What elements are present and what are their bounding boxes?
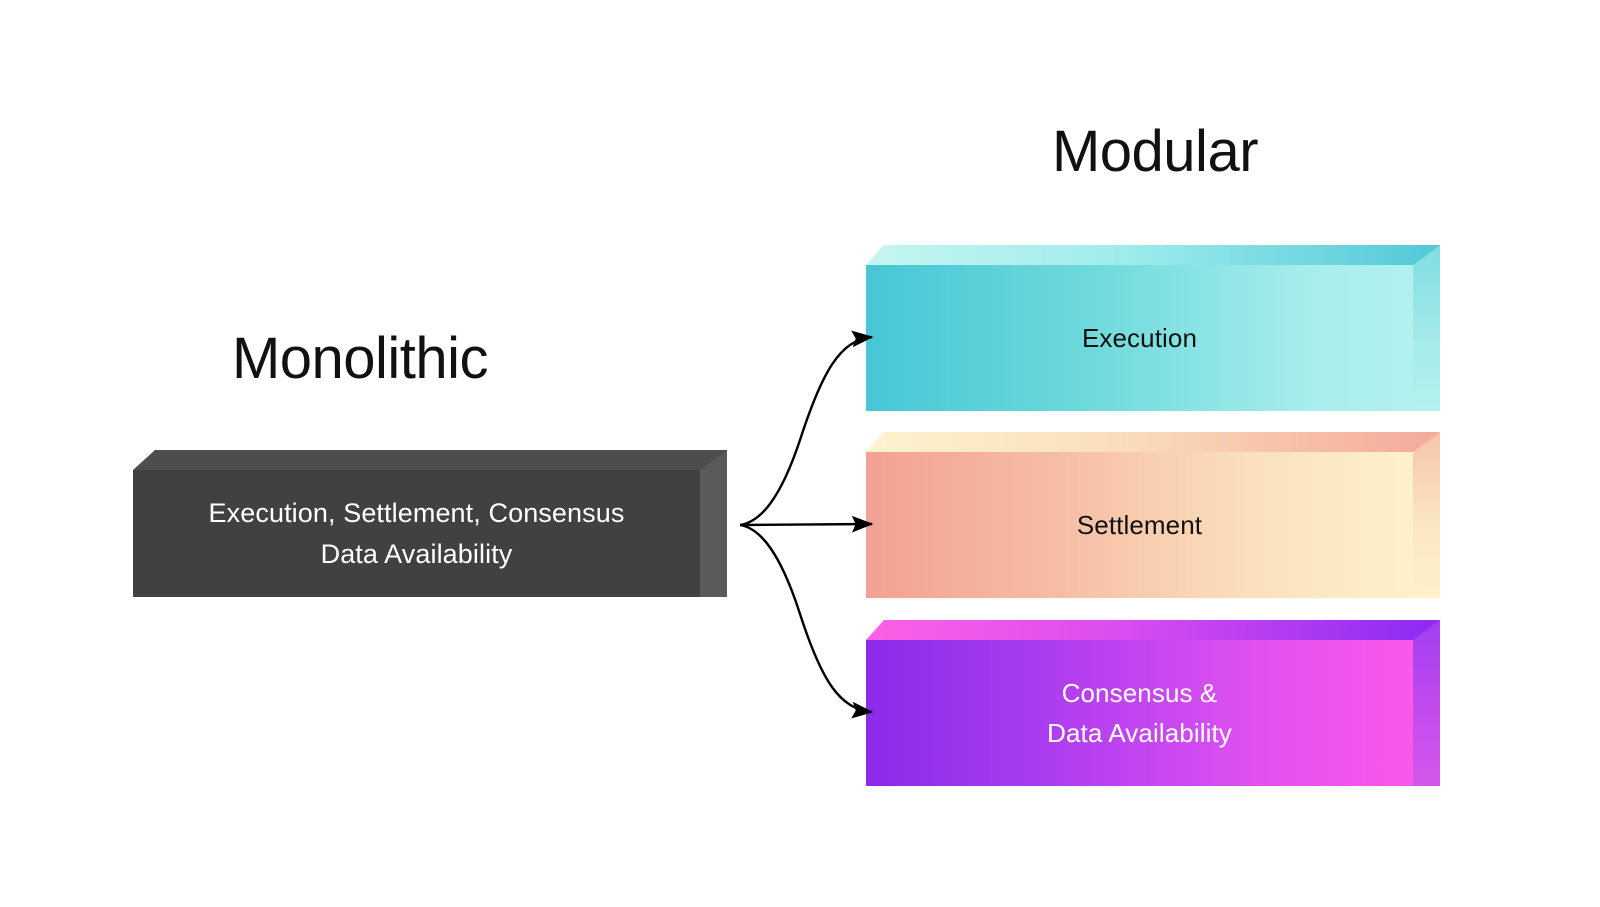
arrow-to-settlement [739,515,874,533]
consensus-block-top-face [866,620,1440,640]
monolithic-block-side-face [700,450,727,597]
arrow-to-consensus [739,523,874,719]
execution-block-top-face [866,245,1440,265]
modular-title: Modular [1051,119,1259,184]
monolithic-block-front-face [133,470,700,597]
settlement-block-side-face [1413,432,1440,598]
execution-block-side-face [1413,245,1440,411]
settlement-block-top-face [866,432,1440,452]
consensus-block-side-face [1413,620,1440,786]
monolithic-block-top-face [133,450,727,470]
consensus-data-availability-block[interactable]: Consensus & Data Availability [866,620,1440,786]
monolithic-block[interactable]: Execution, Settlement, Consensus Data Av… [133,450,727,597]
monolithic-title: Monolithic [231,326,489,391]
consensus-block-front-face [866,640,1413,786]
arrow-to-execution [739,330,874,527]
settlement-block[interactable]: Settlement [866,432,1440,598]
execution-block-front-face [866,265,1413,411]
execution-block[interactable]: Execution [866,245,1440,411]
settlement-block-front-face [866,452,1413,598]
